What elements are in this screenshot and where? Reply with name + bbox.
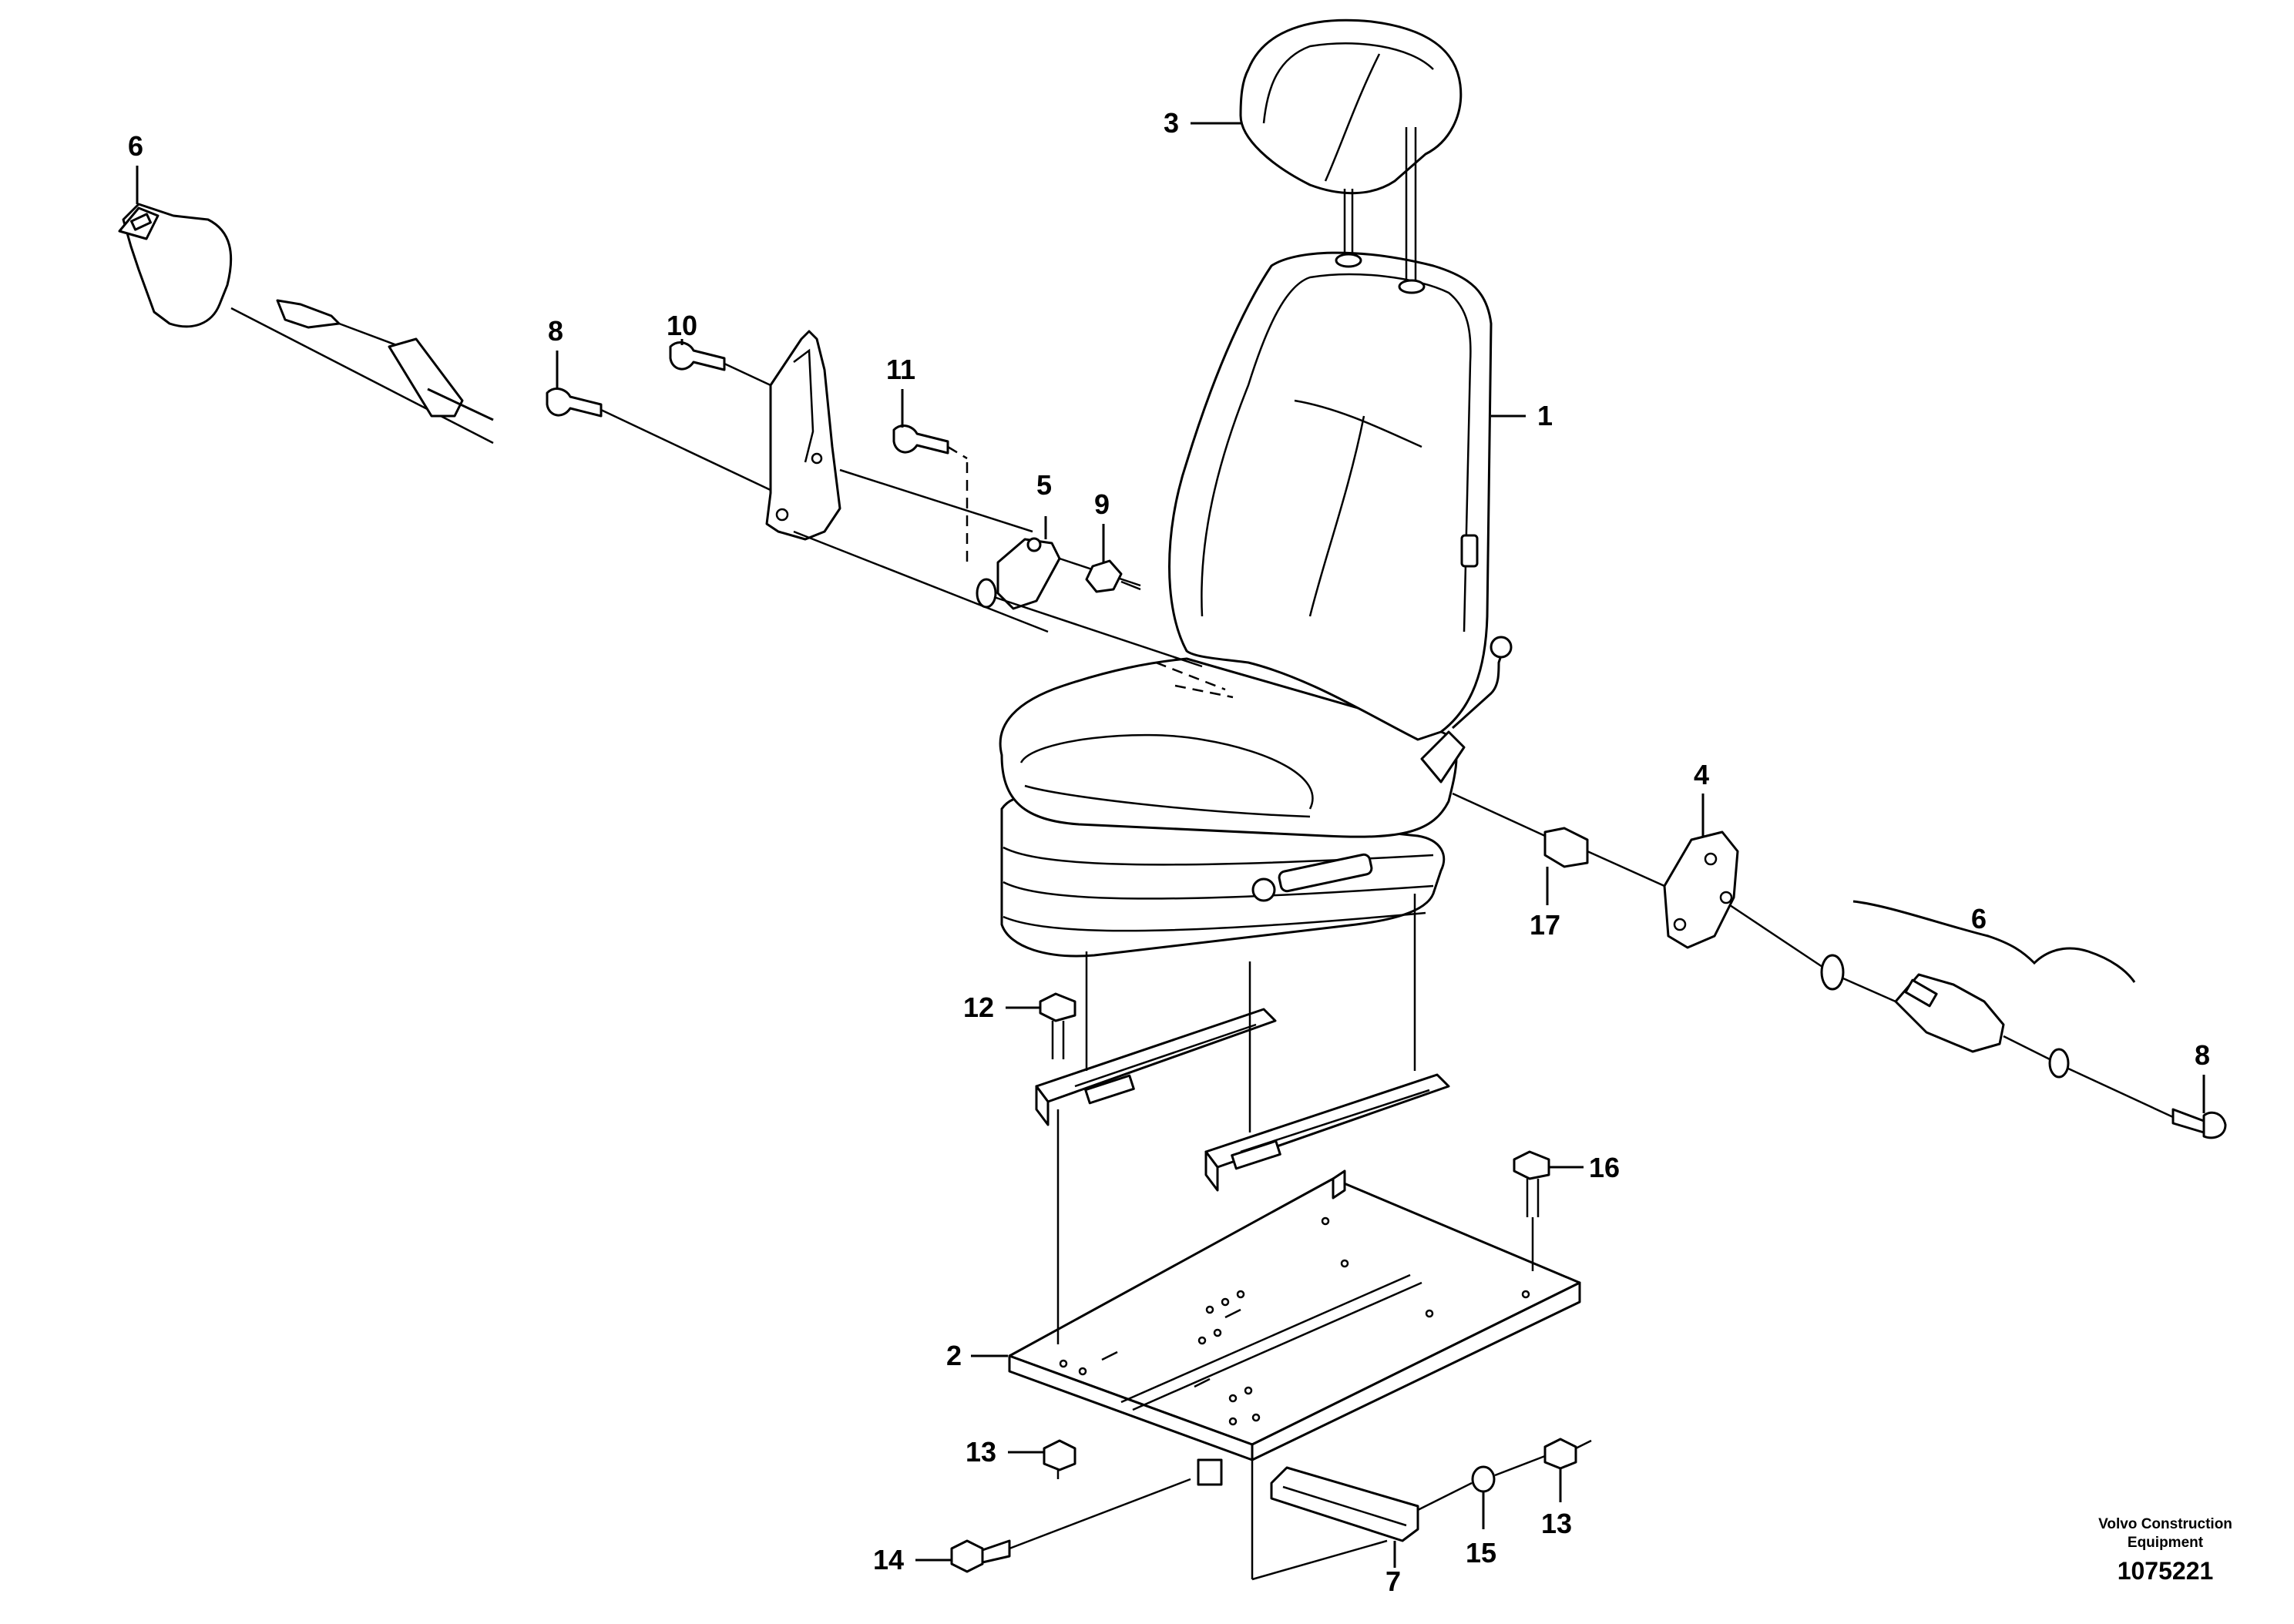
- callout-8-right: 8: [2195, 1039, 2210, 1071]
- callout-10: 10: [667, 310, 697, 341]
- publisher-caption: Volvo Construction Equipment 1075221: [2098, 1516, 2232, 1585]
- callout-11: 11: [886, 354, 915, 385]
- callout-3: 3: [1164, 107, 1179, 139]
- right-belt-hardware: [1452, 792, 2227, 1139]
- callout-12: 12: [963, 992, 994, 1023]
- caption-line-2: Equipment: [2128, 1535, 2204, 1551]
- callout-1: 1: [1537, 400, 1553, 431]
- callout-6-right: 6: [1971, 903, 1987, 934]
- callout-2: 2: [946, 1340, 962, 1371]
- mounting-plate: [1008, 1169, 1581, 1486]
- seat-assembly: [999, 18, 1513, 958]
- left-belt-hardware: [118, 203, 1203, 668]
- callout-5: 5: [1036, 469, 1052, 501]
- callout-labels: 1 2 3 4 5 6 6 7 8 8 9 10 11 12 13 13 14 …: [128, 107, 2210, 1597]
- caption-line-1: Volvo Construction: [2098, 1516, 2232, 1532]
- leader-lines: [136, 122, 2205, 1568]
- callout-13-left: 13: [966, 1436, 996, 1468]
- callout-7: 7: [1385, 1565, 1401, 1597]
- callout-15: 15: [1466, 1537, 1496, 1569]
- document-number: 1075221: [2118, 1557, 2214, 1585]
- slide-rails: [1035, 894, 1450, 1192]
- callout-8-left: 8: [548, 315, 563, 347]
- callout-9: 9: [1094, 488, 1110, 520]
- callout-4: 4: [1694, 759, 1709, 790]
- callout-14: 14: [873, 1544, 904, 1575]
- lower-hardware: [950, 992, 1592, 1581]
- callout-6-left: 6: [128, 130, 143, 162]
- callout-16: 16: [1589, 1152, 1620, 1183]
- callout-17: 17: [1530, 909, 1560, 941]
- callout-13-right: 13: [1541, 1508, 1572, 1539]
